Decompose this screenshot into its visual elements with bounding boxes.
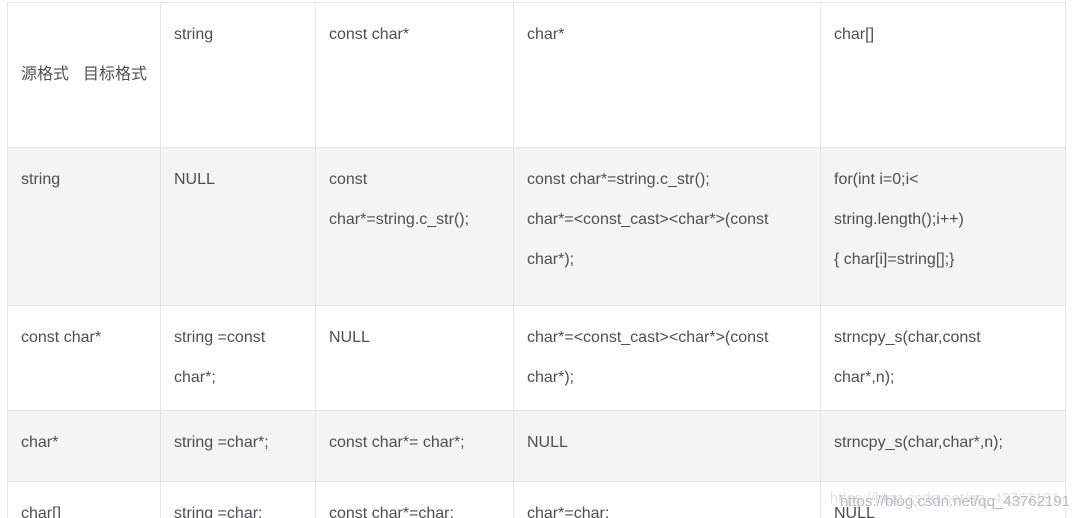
table-row-char-ptr: char* string =char*; const char*= char*;… xyxy=(7,410,1066,482)
corner-header: 源格式 目标格式 xyxy=(21,55,147,95)
row-label-char-array: char[] xyxy=(7,481,161,518)
conversion-cell: const char*=char; xyxy=(315,481,514,518)
conversion-cell: for(int i=0;i< string.length();i++) { ch… xyxy=(820,147,1066,306)
table-row-char-array: char[] string =char; const char*=char; c… xyxy=(7,481,1066,518)
table-row-string: string NULL const char*=string.c_str(); … xyxy=(7,147,1066,306)
conversion-cell: NULL xyxy=(160,147,316,306)
conversion-cell: const char*= char*; xyxy=(315,410,514,482)
column-header-string: string xyxy=(160,2,316,148)
conversion-cell: const char*=string.c_str(); xyxy=(315,147,514,306)
column-header-char-array: char[] xyxy=(820,2,1066,148)
row-label-char-ptr: char* xyxy=(7,410,161,482)
row-label-string: string xyxy=(7,147,161,306)
conversion-cell: string =const char*; xyxy=(160,305,316,411)
header-row: 源格式 目标格式 string const char* char* char[] xyxy=(7,2,1066,148)
row-label-const-char-ptr: const char* xyxy=(7,305,161,411)
conversion-cell: NULL xyxy=(315,305,514,411)
conversion-cell: const char*=string.c_str(); char*=<const… xyxy=(513,147,821,306)
conversion-cell: string =char*; xyxy=(160,410,316,482)
column-header-char-ptr: char* xyxy=(513,2,821,148)
corner-header-cell: 源格式 目标格式 xyxy=(7,2,161,148)
conversion-cell: strncpy_s(char,const char*,n); xyxy=(820,305,1066,411)
conversion-cell: strncpy_s(char,char*,n); xyxy=(820,410,1066,482)
conversion-cell: string =char; xyxy=(160,481,316,518)
conversion-cell: char*=char; xyxy=(513,481,821,518)
conversion-cell: char*=<const_cast><char*>(const char*); xyxy=(513,305,821,411)
corner-source-label: 源格式 xyxy=(21,66,70,83)
string-conversion-table: 源格式 目标格式 string const char* char* char[]… xyxy=(7,2,1066,518)
conversion-cell: NULL xyxy=(820,481,1066,518)
corner-target-label: 目标格式 xyxy=(82,66,147,83)
table-row-const-char-ptr: const char* string =const char*; NULL ch… xyxy=(7,305,1066,411)
column-header-const-char-ptr: const char* xyxy=(315,2,514,148)
conversion-cell: NULL xyxy=(513,410,821,482)
